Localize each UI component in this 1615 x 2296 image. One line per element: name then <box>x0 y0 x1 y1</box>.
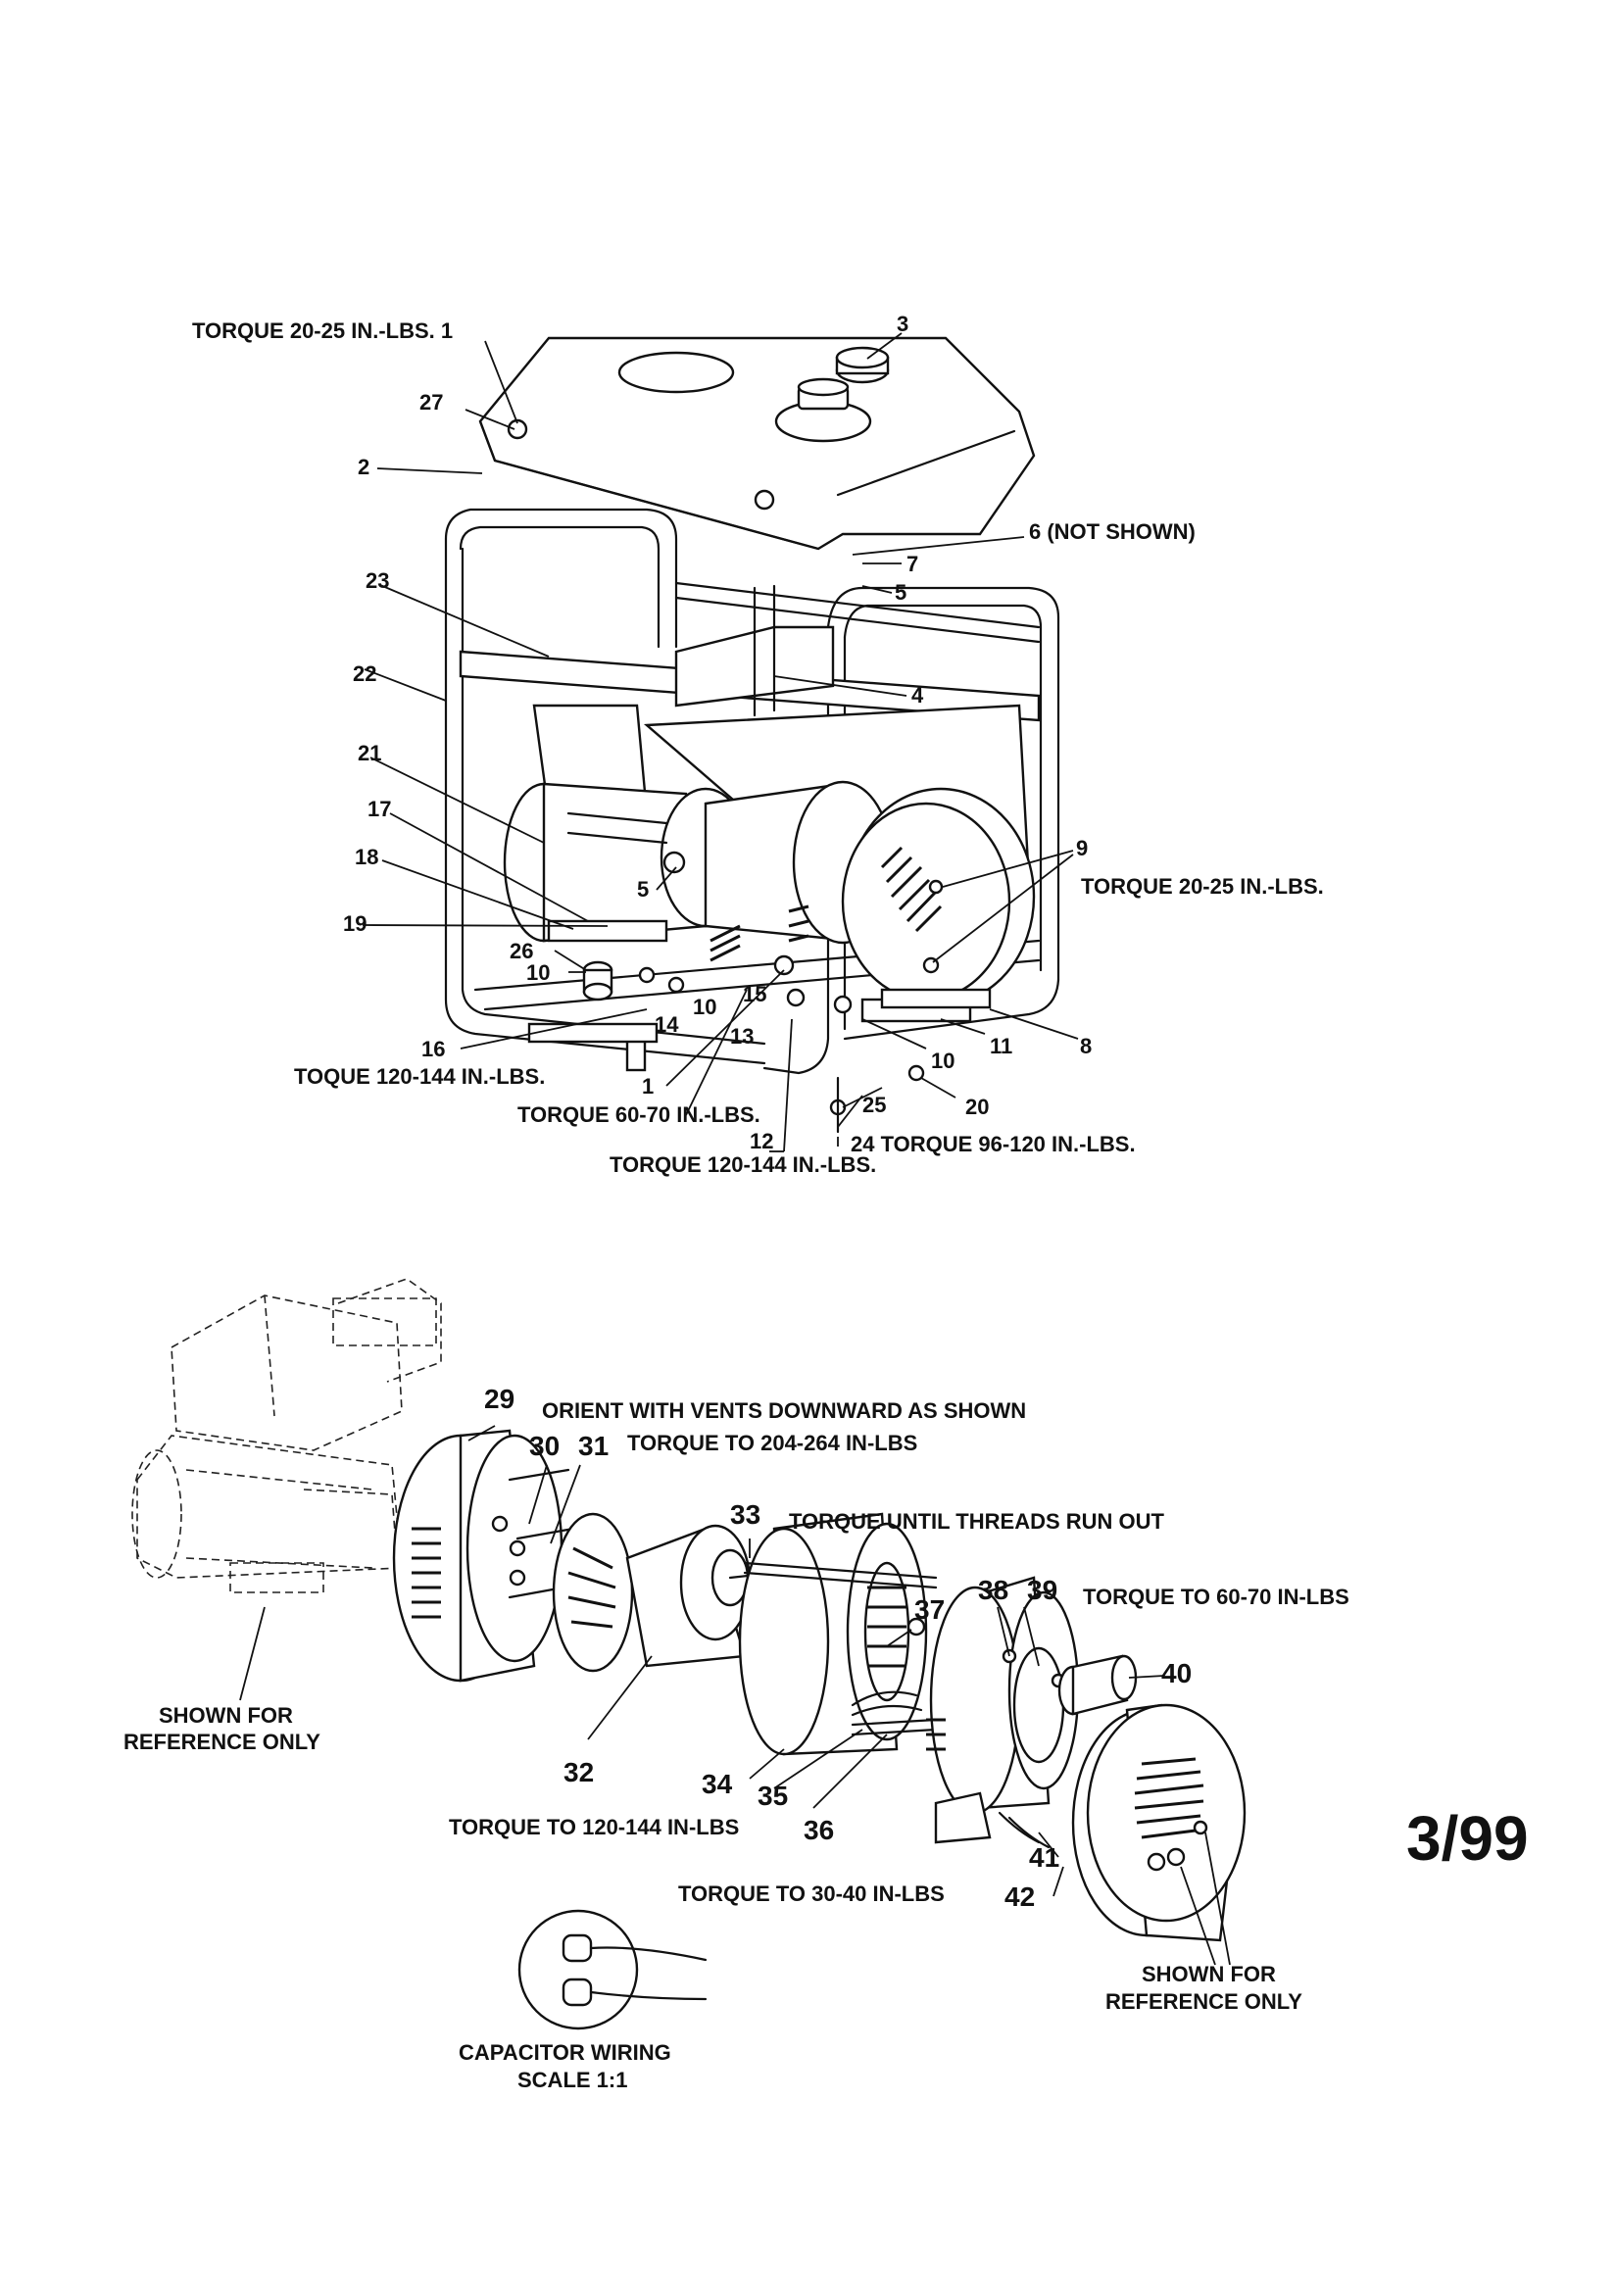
callout-32: 32 <box>563 1757 594 1787</box>
callout-1-torque-60-70: TORQUE 60-70 IN.-LBS. <box>517 1102 760 1127</box>
callout-39: 39 <box>1027 1575 1057 1605</box>
callout-42: 42 <box>1004 1881 1035 1912</box>
capacitor-40 <box>1057 1654 1138 1716</box>
end-bell-38 <box>926 1576 1080 1849</box>
housing-vents <box>412 1527 441 1619</box>
capacitor-caption: CAPACITOR WIRING SCALE 1:1 <box>459 2040 671 2092</box>
reference-note-right-line1: SHOWN FOR <box>1142 1962 1276 1986</box>
stator-windings <box>867 1586 906 1668</box>
cover-vents <box>1134 1757 1204 1839</box>
capacitor-caption-line1: CAPACITOR WIRING <box>459 2040 671 2065</box>
callout-7: 7 <box>906 552 918 576</box>
reference-note-left-line1: SHOWN FOR <box>159 1703 293 1728</box>
callout-40: 40 <box>1161 1658 1192 1688</box>
callout-33-torque: TORQUE UNTIL THREADS RUN OUT <box>789 1509 1165 1534</box>
callout-10-left: 10 <box>526 960 550 985</box>
leader-lines-bottom <box>239 1425 1231 1966</box>
callout-1-torque: TORQUE 20-25 IN.-LBS. 1 <box>192 318 453 343</box>
fan-blades <box>567 1546 616 1629</box>
callout-11: 11 <box>990 1034 1012 1058</box>
callout-5-mid: 5 <box>637 877 649 902</box>
callout-20: 20 <box>965 1095 989 1119</box>
callout-9-torque: TORQUE 20-25 IN.-LBS. <box>1081 874 1324 899</box>
callout-42-torque: TORQUE TO 30-40 IN-LBS <box>678 1881 945 1906</box>
callout-31: 31 <box>578 1431 609 1461</box>
callout-21: 21 <box>358 741 381 765</box>
callout-35: 35 <box>758 1781 788 1811</box>
alternator-housing <box>503 780 1036 1006</box>
generator-frame-assembly <box>362 332 1079 1152</box>
callout-6-not-shown: 6 (NOT SHOWN) <box>1029 519 1196 544</box>
rear-cover-reference <box>1071 1703 1247 1942</box>
callout-24-torque: 24 TORQUE 96-120 IN.-LBS. <box>851 1132 1136 1156</box>
callout-3: 3 <box>897 312 908 336</box>
alternator-exploded-assembly <box>131 1278 1247 2030</box>
callout-8: 8 <box>1080 1034 1092 1058</box>
callout-16-torque: TOQUE 120-144 IN.-LBS. <box>294 1064 545 1089</box>
callout-41: 41 <box>1029 1842 1059 1873</box>
mounting-feet <box>527 919 992 1134</box>
callout-12: 12 <box>750 1129 773 1153</box>
callout-23: 23 <box>366 568 389 593</box>
callout-30: 30 <box>529 1431 560 1461</box>
callout-9: 9 <box>1076 836 1088 860</box>
reference-engine <box>131 1278 442 1593</box>
capacitor-caption-line2: SCALE 1:1 <box>517 2068 627 2092</box>
callout-39-torque: TORQUE TO 60-70 IN-LBS <box>1083 1585 1349 1609</box>
callout-16: 16 <box>421 1037 445 1061</box>
callout-19: 19 <box>343 911 367 936</box>
callout-4: 4 <box>911 683 924 708</box>
callout-1-bottom: 1 <box>642 1074 654 1099</box>
callout-10-mid: 10 <box>693 995 716 1019</box>
callout-36-torque: TORQUE TO 120-144 IN-LBS <box>449 1815 739 1839</box>
callout-10-right: 10 <box>931 1049 954 1073</box>
callout-25: 25 <box>862 1093 886 1117</box>
fan-and-rotor-32 <box>552 1512 776 1673</box>
callout-5-top: 5 <box>895 580 906 605</box>
callout-15: 15 <box>743 982 766 1006</box>
revision-date: 3/99 <box>1406 1803 1529 1874</box>
callout-27: 27 <box>419 390 443 415</box>
callout-38: 38 <box>978 1575 1008 1605</box>
callout-12-torque: TORQUE 120-144 IN.-LBS. <box>610 1152 876 1177</box>
callout-2: 2 <box>358 455 369 479</box>
grille <box>710 904 809 962</box>
callout-34: 34 <box>702 1769 733 1799</box>
callout-22: 22 <box>353 661 376 686</box>
callout-29-orient: ORIENT WITH VENTS DOWNWARD AS SHOWN <box>542 1398 1026 1423</box>
capacitor-wiring-detail <box>517 1909 708 2030</box>
bottom-callouts: 29 ORIENT WITH VENTS DOWNWARD AS SHOWN 3… <box>123 1384 1349 2014</box>
callout-33: 33 <box>730 1499 760 1530</box>
callout-36: 36 <box>804 1815 834 1845</box>
reference-note-right-line2: REFERENCE ONLY <box>1105 1989 1302 2014</box>
callout-37: 37 <box>914 1594 945 1625</box>
callout-29: 29 <box>484 1384 514 1414</box>
vent-slots <box>880 846 943 933</box>
callout-17: 17 <box>367 797 391 821</box>
callout-26: 26 <box>510 939 533 963</box>
stator-34 <box>738 1512 938 1756</box>
reference-note-left-line2: REFERENCE ONLY <box>123 1730 320 1754</box>
leader-lines-top <box>362 332 1079 1152</box>
fuel-tank <box>478 336 1036 551</box>
top-callouts: TORQUE 20-25 IN.-LBS. 1 27 2 3 6 (NOT SH… <box>192 312 1324 1177</box>
callout-18: 18 <box>355 845 378 869</box>
callout-14: 14 <box>655 1012 679 1037</box>
callout-31-torque: TORQUE TO 204-264 IN-LBS <box>627 1431 917 1455</box>
callout-13: 13 <box>730 1024 754 1049</box>
